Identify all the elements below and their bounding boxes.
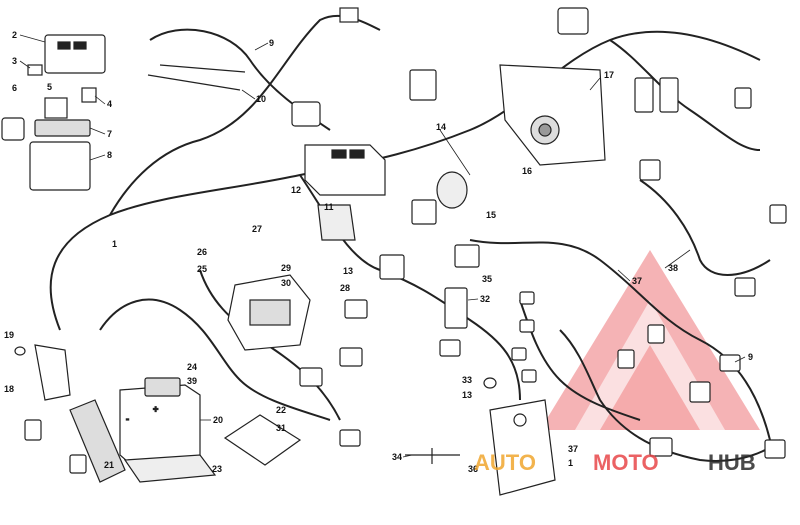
battery: - + [119,377,217,483]
callout-2: 2 [12,30,17,40]
throttle-pedal [34,344,126,483]
connectors [24,7,787,474]
callout-30: 30 [281,278,291,288]
callout-34: 34 [392,452,402,462]
callout-11: 11 [324,202,334,212]
callout-37b: 37 [568,444,578,454]
callout-28: 28 [340,283,350,293]
watermark-auto: AUTO [474,450,536,475]
callout-9b: 9 [748,352,753,362]
main-wiring-harness [49,14,781,462]
ecu-module [227,274,311,351]
callout-9: 9 [269,38,274,48]
callout-33: 33 [462,375,472,385]
starter-solenoid [489,399,556,496]
relay-box [304,144,386,241]
callout-10: 10 [256,94,266,104]
watermark-moto: MOTO [593,450,659,475]
callout-8: 8 [107,150,112,160]
callout-39: 39 [187,376,197,386]
callout-24: 24 [187,362,197,372]
callout-12: 12 [291,185,301,195]
callout-13b: 13 [462,390,472,400]
callout-37: 37 [632,276,642,286]
callout-38: 38 [668,263,678,273]
callout-36: 36 [468,464,478,474]
callout-22: 22 [276,405,286,415]
callout-1: 1 [112,239,117,249]
callout-27: 27 [252,224,262,234]
callout-1b: 1 [568,458,573,468]
watermark-hub: HUB [708,450,756,475]
callout-21: 21 [104,460,114,470]
callout-labels: 1 2 3 4 5 6 7 8 9 10 11 12 13 14 15 16 1… [4,30,753,474]
battery-positive-label: + [153,404,158,414]
callout-20: 20 [213,415,223,425]
callout-17: 17 [604,70,614,80]
callout-13: 13 [343,266,353,276]
callout-7: 7 [107,129,112,139]
callout-6: 6 [12,83,17,93]
callout-16: 16 [522,166,532,176]
battery-negative-label: - [126,414,129,424]
callout-32: 32 [480,294,490,304]
callout-4: 4 [107,99,112,109]
callout-19: 19 [4,330,14,340]
callout-5: 5 [47,82,52,92]
callout-29: 29 [281,263,291,273]
callout-31: 31 [276,423,286,433]
fuse-box-assembly [1,34,106,191]
callout-35: 35 [482,274,492,284]
leader-lines [19,34,746,458]
headlight-assembly [436,64,606,209]
callout-18: 18 [4,384,14,394]
callout-25: 25 [197,264,207,274]
callout-15: 15 [486,210,496,220]
callout-14: 14 [436,122,446,132]
callout-23: 23 [212,464,222,474]
callout-3: 3 [12,56,17,66]
callout-26: 26 [197,247,207,257]
watermark-text: AUTO MOTO HUB [474,450,756,475]
hardware-kit [14,64,497,466]
